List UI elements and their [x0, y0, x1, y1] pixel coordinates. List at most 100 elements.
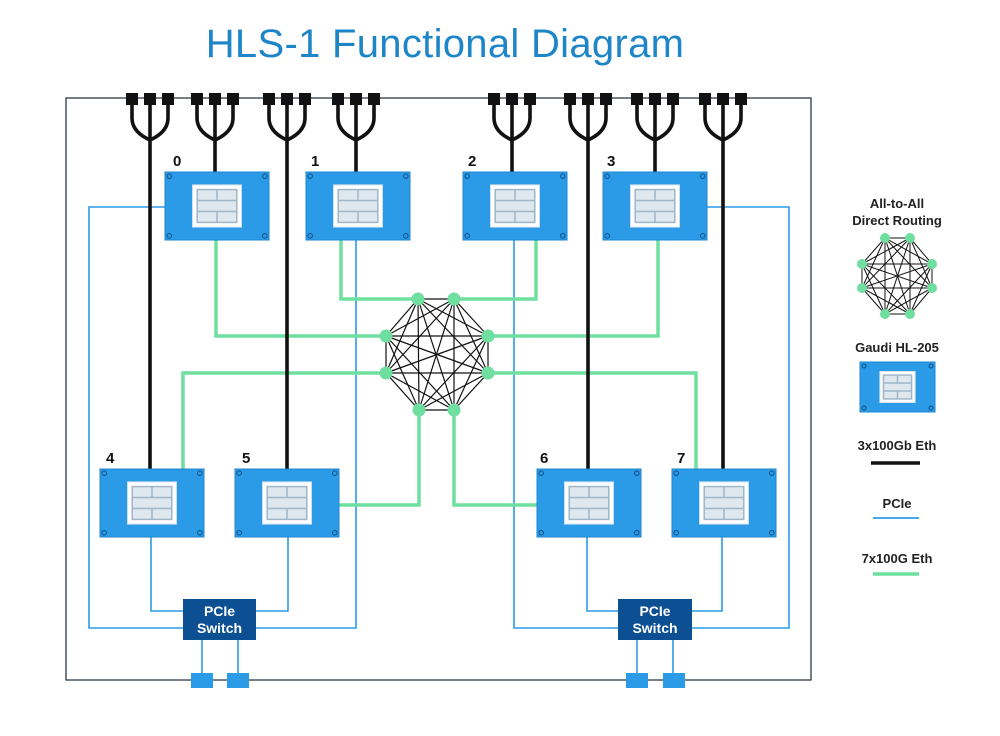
die-block — [569, 498, 609, 508]
mesh-links — [385, 298, 489, 411]
die-block — [217, 190, 237, 200]
connector — [144, 93, 156, 105]
mesh-link — [884, 237, 933, 265]
connector — [649, 93, 661, 105]
mount-hole — [928, 405, 934, 411]
die-block — [287, 487, 307, 497]
gaudi-chip-4 — [99, 468, 205, 538]
mount-hole — [307, 173, 313, 179]
mount-hole — [700, 233, 706, 239]
legend-mesh-icon — [857, 233, 937, 319]
mount-hole — [464, 173, 470, 179]
eth3-fan-0 — [130, 102, 170, 471]
mesh-link — [385, 372, 455, 411]
pcie-link-1 — [256, 240, 357, 629]
mesh-link — [909, 237, 933, 289]
mesh-node — [880, 233, 890, 243]
die-block — [358, 190, 378, 200]
connector — [488, 93, 500, 105]
mount-hole — [262, 173, 268, 179]
die-block — [267, 487, 287, 497]
mount-hole — [403, 173, 409, 179]
connector — [368, 93, 380, 105]
connector — [209, 93, 221, 105]
mesh-link — [453, 372, 489, 411]
gaudi-chip-1 — [305, 171, 411, 241]
mount-hole — [560, 233, 566, 239]
legend-routing-line2: Direct Routing — [852, 213, 942, 228]
chip-label-0: 0 — [173, 153, 181, 170]
mount-hole — [634, 530, 640, 536]
gaudi-chip-0 — [164, 171, 270, 241]
mount-hole — [464, 233, 470, 239]
mount-hole — [403, 233, 409, 239]
mount-hole — [673, 530, 679, 536]
mount-hole — [166, 233, 172, 239]
connector — [667, 93, 679, 105]
mesh-node — [412, 403, 426, 417]
die-block — [197, 212, 217, 222]
mount-hole — [307, 233, 313, 239]
mount-hole — [332, 470, 338, 476]
connector — [699, 93, 711, 105]
die-block — [655, 190, 675, 200]
mesh-link — [417, 298, 489, 337]
die-block — [338, 212, 358, 222]
mesh-link — [861, 237, 886, 265]
pcie-link-0 — [88, 206, 183, 629]
mount-hole — [861, 405, 867, 411]
connector — [600, 93, 612, 105]
legend-gaudi-chip-icon — [859, 361, 936, 413]
mesh-link — [909, 263, 933, 315]
host-port — [227, 673, 249, 688]
eth7-link-4 — [181, 371, 386, 469]
connector — [350, 93, 362, 105]
mount-hole — [236, 470, 242, 476]
pcie-link-6 — [586, 537, 618, 612]
pcie-link-4 — [150, 537, 183, 612]
die-block — [724, 487, 744, 497]
mesh-link — [861, 237, 911, 289]
host-port — [663, 673, 685, 688]
mesh-link — [884, 237, 933, 289]
die-block — [724, 509, 744, 519]
all-to-all-mesh — [379, 292, 495, 417]
connector — [631, 93, 643, 105]
gaudi-chip-7 — [671, 468, 777, 538]
host-ports — [191, 673, 685, 688]
die-block — [152, 509, 172, 519]
host-port — [626, 673, 648, 688]
die-block — [358, 212, 378, 222]
die-block — [589, 509, 609, 519]
eth3-fan-3 — [336, 102, 376, 174]
connector — [162, 93, 174, 105]
mesh-link — [861, 237, 911, 265]
die-block — [898, 375, 911, 383]
mesh-node — [481, 366, 495, 380]
mesh-node — [857, 283, 867, 293]
die-block — [132, 487, 152, 497]
mount-hole — [604, 233, 610, 239]
switch-label-line2: Switch — [197, 620, 242, 636]
gaudi-chip-2 — [462, 171, 568, 241]
die-block — [197, 190, 217, 200]
gaudi-chip-5 — [234, 468, 340, 538]
mount-hole — [538, 530, 544, 536]
switch-label-line1: PCIe — [639, 603, 670, 619]
mount-hole — [769, 470, 775, 476]
board-outline — [65, 97, 812, 681]
mount-hole — [101, 530, 107, 536]
mesh-link — [909, 237, 933, 265]
mesh-link — [385, 335, 455, 411]
die-block — [569, 509, 589, 519]
die-block — [132, 509, 152, 519]
die-block — [287, 509, 307, 519]
chip-label-3: 3 — [607, 153, 615, 170]
die-block — [655, 212, 675, 222]
mesh-nodes — [379, 292, 495, 417]
mesh-node — [905, 233, 915, 243]
die-block — [704, 498, 744, 508]
mesh-link — [884, 287, 933, 315]
die-block — [635, 201, 675, 211]
